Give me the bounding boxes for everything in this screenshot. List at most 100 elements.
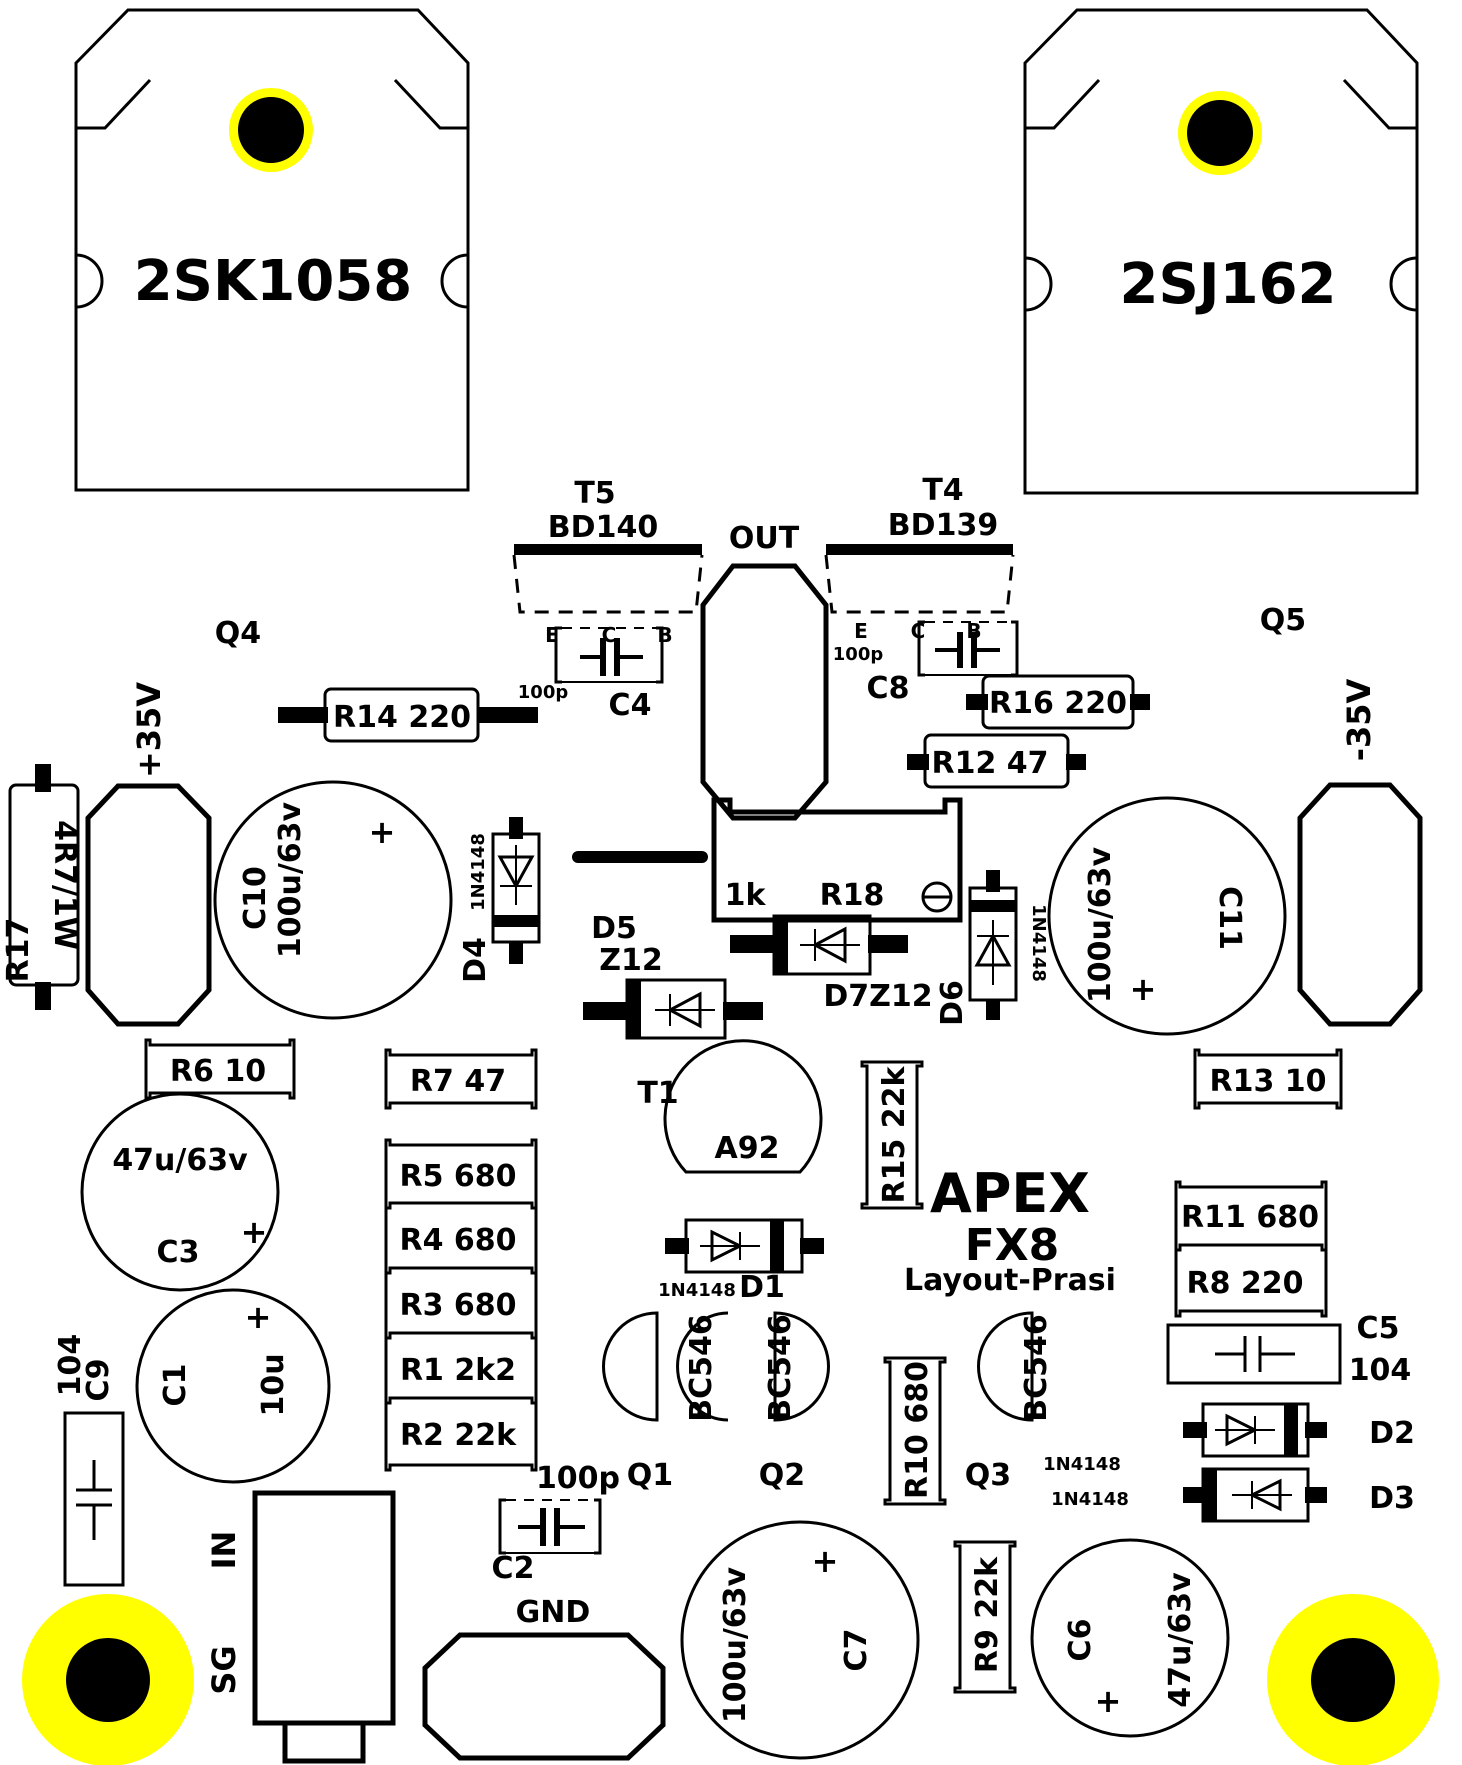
q4-label: Q4 — [215, 616, 261, 651]
svg-text:D7Z12: D7Z12 — [823, 979, 932, 1014]
q5-part-label: 2SJ162 — [1119, 252, 1336, 317]
t5-bd140: T5 BD140 E C B — [512, 476, 704, 647]
c7-capacitor: 100u/63v C7 + — [680, 1520, 920, 1760]
svg-text:D4: D4 — [458, 937, 493, 983]
d5-zener: D5 Z12 — [583, 911, 763, 1040]
c11-capacitor: 100u/63v C11 + — [1047, 796, 1287, 1036]
svg-text:R17: R17 — [1, 918, 36, 983]
svg-text:BC546: BC546 — [763, 1314, 798, 1422]
plus35v-connector: +35V — [85, 682, 212, 1027]
c3-capacitor: 47u/63v C3 + — [80, 1092, 280, 1292]
r10-resistor: R10 680 — [883, 1356, 947, 1506]
svg-text:D1: D1 — [739, 1270, 785, 1305]
r14-resistor: R14 220 — [278, 687, 538, 743]
t1-a92: T1 A92 — [637, 1039, 823, 1174]
svg-text:C4: C4 — [609, 688, 652, 723]
svg-text:100p: 100p — [536, 1461, 620, 1496]
svg-text:100p: 100p — [833, 644, 884, 665]
r1-label: R1 2k2 — [400, 1353, 516, 1388]
svg-text:C3: C3 — [157, 1235, 200, 1270]
svg-text:R14 220: R14 220 — [333, 700, 471, 735]
svg-text:OUT: OUT — [729, 521, 800, 556]
svg-text:R13 10: R13 10 — [1209, 1064, 1326, 1099]
r15-resistor: R15 22k — [860, 1060, 924, 1210]
svg-text:C10: C10 — [238, 866, 273, 930]
r9-resistor: R9 22k — [953, 1540, 1017, 1694]
svg-text:BC546: BC546 — [1019, 1314, 1054, 1422]
svg-text:D5: D5 — [591, 911, 637, 946]
svg-text:R18: R18 — [820, 878, 885, 913]
svg-text:1N4148: 1N4148 — [1051, 1489, 1129, 1510]
q1-bc546: BC546 Q1 — [602, 1311, 719, 1493]
svg-text:A92: A92 — [715, 1131, 780, 1166]
q2-bc546: BC546 Q2 — [759, 1311, 830, 1493]
svg-text:C8: C8 — [867, 671, 910, 706]
svg-text:1N4148: 1N4148 — [468, 833, 489, 911]
c1-capacitor: C1 10u + — [135, 1288, 331, 1484]
svg-text:100p: 100p — [518, 682, 569, 703]
svg-text:C1: C1 — [158, 1364, 193, 1407]
q4-package: 2SK1058 Q4 — [74, 8, 470, 651]
t5-label: T5 — [574, 476, 615, 511]
svg-text:R11 680: R11 680 — [1181, 1200, 1319, 1235]
svg-text:100u/63v: 100u/63v — [718, 1566, 753, 1723]
r3-label: R3 680 — [399, 1288, 516, 1323]
c4-capacitor: 100p C4 — [518, 626, 664, 723]
svg-text:C6: C6 — [1063, 1619, 1098, 1662]
c10-capacitor: C10 100u/63v + — [213, 780, 453, 1020]
t4-part: BD139 — [888, 508, 998, 543]
svg-text:+: + — [245, 1298, 272, 1336]
svg-text:E: E — [854, 619, 868, 643]
gnd-connector: GND — [422, 1595, 666, 1761]
svg-text:SG: SG — [205, 1645, 243, 1694]
r8-resistor: R8 220 — [1174, 1250, 1328, 1318]
svg-text:Z12: Z12 — [599, 943, 663, 978]
r7-resistor: R7 47 — [384, 1048, 538, 1110]
svg-text:1k: 1k — [725, 878, 767, 913]
svg-text:47u/63v: 47u/63v — [112, 1143, 248, 1178]
svg-text:Q2: Q2 — [759, 1458, 805, 1493]
svg-text:T1: T1 — [637, 1076, 678, 1111]
r18-trimmer: 1k R18 — [711, 797, 963, 923]
d1-diode: 1N4148 D1 — [658, 1218, 824, 1305]
svg-text:B: B — [966, 619, 981, 643]
svg-text:+: + — [241, 1213, 268, 1251]
r4-label: R4 680 — [399, 1223, 516, 1258]
t5-part: BD140 — [548, 510, 658, 545]
r11-resistor: R11 680 — [1174, 1180, 1328, 1252]
svg-text:C2: C2 — [492, 1551, 535, 1586]
svg-text:R10 680: R10 680 — [900, 1361, 935, 1499]
c8-capacitor: 100p C8 — [833, 620, 1019, 706]
svg-text:+35V: +35V — [130, 682, 168, 778]
d6-diode: 1N4148 D6 — [935, 870, 1049, 1026]
r13-resistor: R13 10 — [1193, 1048, 1343, 1110]
svg-text:1N4148: 1N4148 — [1043, 1454, 1121, 1475]
svg-text:D6: D6 — [935, 980, 970, 1026]
c5-capacitor: C5 104 — [1166, 1311, 1411, 1388]
r16-resistor: R16 220 — [966, 674, 1150, 730]
svg-text:R16 220: R16 220 — [989, 686, 1127, 721]
svg-text:C9: C9 — [81, 1359, 116, 1402]
svg-text:R15 22k: R15 22k — [877, 1065, 912, 1203]
svg-text:100u/63v: 100u/63v — [1083, 846, 1118, 1003]
q4-part-label: 2SK1058 — [134, 249, 413, 314]
svg-text:Q1: Q1 — [627, 1458, 673, 1493]
svg-text:+: + — [1095, 1682, 1122, 1720]
svg-text:D3: D3 — [1369, 1481, 1415, 1516]
svg-text:D2: D2 — [1369, 1416, 1415, 1451]
svg-text:C11: C11 — [1212, 886, 1247, 950]
d7-zener: D7Z12 — [730, 914, 933, 1014]
svg-text:GND: GND — [516, 1595, 591, 1630]
q3-bc546: BC546 Q3 — [965, 1311, 1054, 1493]
svg-text:C5: C5 — [1357, 1311, 1400, 1346]
svg-text:+: + — [1130, 970, 1157, 1008]
c9-capacitor: 104 C9 — [53, 1334, 125, 1587]
svg-text:R9 22k: R9 22k — [970, 1556, 1005, 1673]
svg-text:100u/63v: 100u/63v — [273, 801, 308, 958]
svg-text:+: + — [812, 1542, 839, 1580]
title-apex: APEX — [930, 1162, 1090, 1225]
q5-label: Q5 — [1260, 603, 1306, 638]
d4-diode: 1N4148 D4 — [458, 817, 541, 983]
svg-text:C7: C7 — [839, 1629, 874, 1672]
